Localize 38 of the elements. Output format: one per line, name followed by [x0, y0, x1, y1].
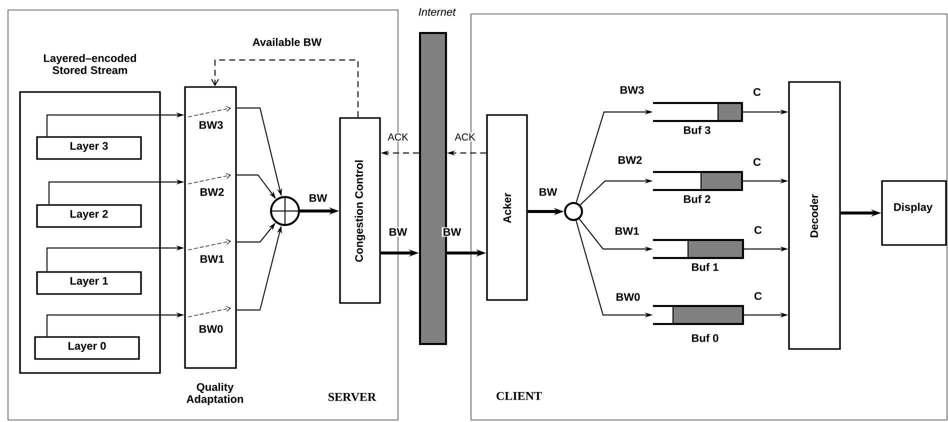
edge-label: BW [442, 227, 462, 237]
node-label: Quality Adaptation [186, 382, 244, 406]
node-label: Buf 0 [692, 334, 718, 342]
edge-label: C [752, 157, 762, 167]
decoder-box: Decoder [788, 81, 841, 350]
process-box: Acker [486, 114, 528, 301]
edge-label: C [753, 291, 763, 301]
sum-circle [270, 196, 300, 226]
buffer-drawing: Buf 3 [653, 102, 743, 134]
node-label: Layered–encoded Stored Stream [44, 54, 136, 74]
buffer-drawing: Buf 2 [653, 171, 743, 204]
split-circle [564, 202, 583, 221]
edge-label: BW [308, 193, 328, 203]
node-label: Buf 2 [684, 194, 710, 204]
edge-label: BW [538, 187, 558, 197]
adaptation-box: BW3 BW2 BW1 BW0 Quality Adaptation [184, 86, 244, 406]
edge-label: ACK [454, 132, 476, 142]
node-label: Internet [418, 8, 456, 16]
edge-label: BW3 [618, 85, 646, 95]
buffer-drawing: Buf 0 [653, 305, 744, 342]
edge-label: BW [388, 227, 408, 237]
node-label: Buf 3 [684, 126, 710, 134]
layer-box: Layer 3 [36, 136, 142, 160]
layer-box: Layer 0 [34, 336, 140, 360]
edge-label: BW0 [614, 292, 642, 302]
edge-label: C [753, 225, 763, 235]
layer-box: Layer 2 [36, 204, 142, 228]
dashed-arrow [211, 60, 358, 118]
edge-label: ACK [386, 132, 410, 142]
edge-label: C [752, 87, 762, 97]
layer-box: Layer 1 [36, 271, 142, 295]
edge-label: Available BW [251, 36, 323, 48]
buffer-drawing: Buf 1 [653, 239, 744, 272]
edge-label: BW2 [616, 155, 644, 165]
edge-label: BW1 [614, 226, 640, 236]
node-label: Buf 1 [692, 262, 718, 272]
display-box: Display [881, 180, 947, 246]
process-box: Congestion Control [339, 117, 381, 304]
